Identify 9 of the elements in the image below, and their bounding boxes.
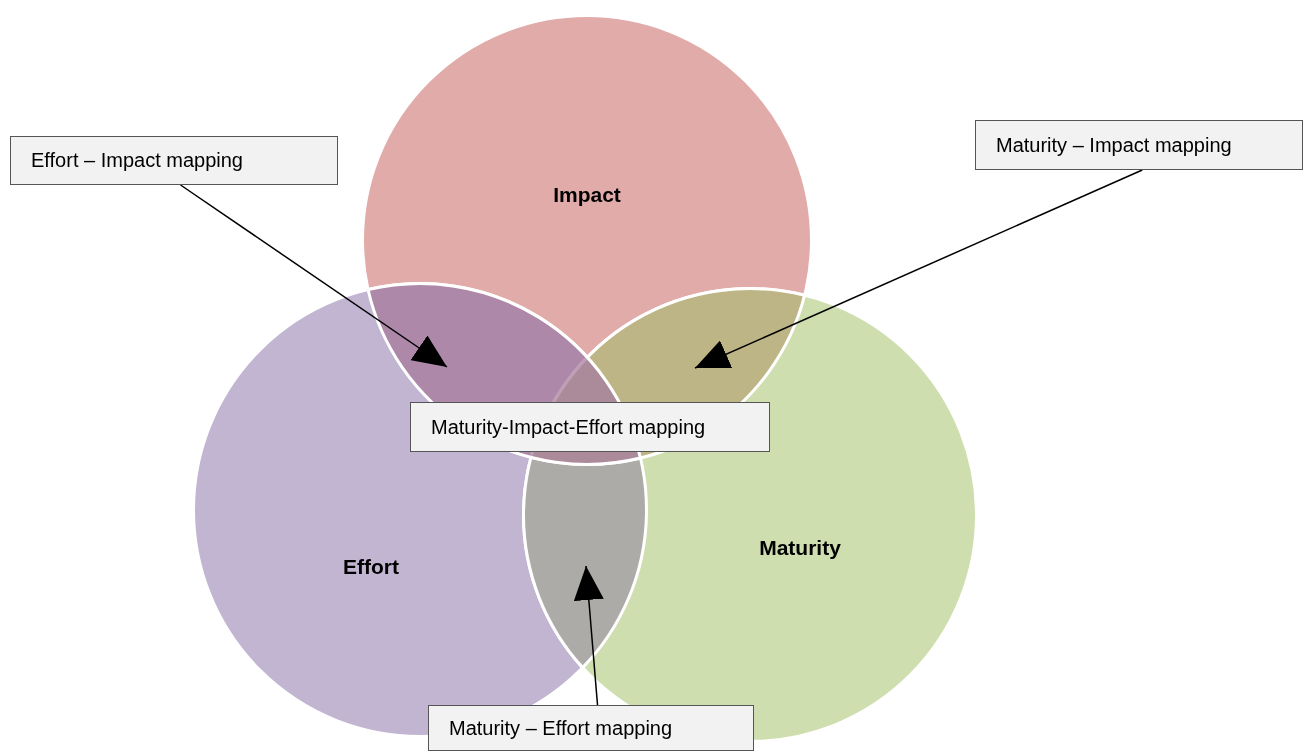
callout-box: Effort – Impact mapping <box>10 136 338 185</box>
leader-arrow <box>694 169 1144 369</box>
leader-arrow <box>573 565 604 706</box>
circle-label: Maturity <box>759 536 841 560</box>
circle-label: Impact <box>553 183 621 207</box>
callout-box: Maturity – Impact mapping <box>975 120 1303 170</box>
leader-arrow <box>179 184 448 368</box>
callout-box: Maturity – Effort mapping <box>428 705 754 751</box>
circle-label: Effort <box>343 555 399 579</box>
